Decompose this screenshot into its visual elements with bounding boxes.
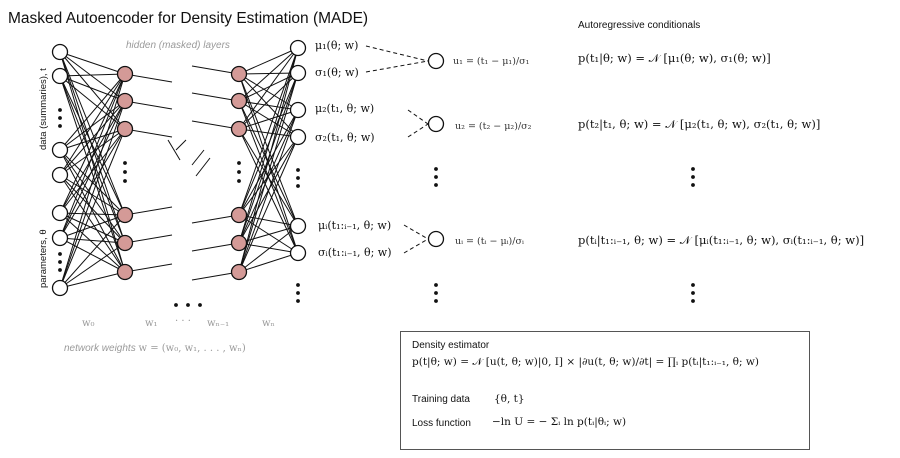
output-node (289, 128, 307, 146)
hidden-node (230, 65, 248, 83)
ellipsis-dots (691, 175, 695, 179)
ellipsis-dots (58, 260, 62, 264)
weight-label-n: wₙ (262, 318, 275, 329)
page-title: Masked Autoencoder for Density Estimatio… (8, 10, 369, 27)
density-equation: p(t|θ; w) = 𝒩 [u(t, θ; w)|0, I] × |∂u(t,… (412, 356, 759, 368)
network-weights-label: network weights w = (w₀, w₁, . . . , wₙ) (64, 343, 246, 354)
network-weights-text: network weights (64, 343, 136, 354)
hidden-node (230, 206, 248, 224)
ellipsis-dots (434, 183, 438, 187)
ellipsis-dots (691, 167, 695, 171)
ellipsis-dots (58, 108, 62, 112)
input-node (51, 204, 69, 222)
input-node (51, 279, 69, 297)
input-node (51, 67, 69, 85)
ellipsis-dots (434, 291, 438, 295)
weight-label-n-1: wₙ₋₁ (207, 318, 230, 329)
weight-label-0: w₀ (82, 318, 95, 329)
ellipsis-dots (434, 167, 438, 171)
hidden-node (116, 206, 134, 224)
ellipsis-dots (296, 299, 300, 303)
network-edges (59, 47, 299, 289)
ellipsis-dots (123, 179, 127, 183)
ellipsis-dots (123, 170, 127, 174)
params-axis-label: parameters, θ (38, 229, 49, 288)
u-2-label: u₂ = (t₂ − μ₂)/σ₂ (455, 121, 532, 132)
input-node (51, 229, 69, 247)
u-1-label: u₁ = (t₁ − μ₁)/σ₁ (453, 56, 530, 67)
ellipsis-dots (691, 291, 695, 295)
ellipsis-dots (58, 124, 62, 128)
ellipsis-dots (237, 179, 241, 183)
conditional-i: p(tᵢ|t₁:ᵢ₋₁, θ; w) = 𝒩 [μᵢ(t₁:ᵢ₋₁, θ; w)… (578, 233, 865, 247)
ellipsis-dots (296, 176, 300, 180)
sigma-2-label: σ₂(t₁, θ; w) (315, 131, 375, 144)
conditional-1: p(t₁|θ; w) = 𝒩 [μ₁(θ; w), σ₁(θ; w)] (578, 51, 771, 65)
hidden-node (230, 263, 248, 281)
output-node (289, 39, 307, 57)
sigma-1-label: σ₁(θ; w) (315, 66, 359, 79)
conditional-2: p(t₂|t₁, θ; w) = 𝒩 [μ₂(t₁, θ; w), σ₂(t₁,… (578, 117, 821, 131)
hidden-layers-label: hidden (masked) layers (126, 40, 230, 51)
input-node (51, 43, 69, 61)
sigma-i-label: σᵢ(t₁:ᵢ₋₁, θ; w) (318, 246, 392, 259)
hidden-node (116, 120, 134, 138)
ellipsis-dots (58, 252, 62, 256)
ellipsis-dots (58, 268, 62, 272)
u-node (427, 230, 445, 248)
ellipsis-dots (237, 170, 241, 174)
ellipsis-dots (296, 168, 300, 172)
hidden-node (230, 120, 248, 138)
ellipsis-dots (434, 175, 438, 179)
input-node (51, 166, 69, 184)
mu-2-label: μ₂(t₁, θ; w) (315, 102, 375, 115)
density-estimator-box: Density estimator p(t|θ; w) = 𝒩 [u(t, θ;… (400, 331, 810, 450)
ellipsis-dots (186, 303, 190, 307)
weight-label-dots: · · · (175, 316, 191, 327)
ellipsis-dots (691, 299, 695, 303)
hidden-node (116, 234, 134, 252)
training-equation: {θ, t} (494, 393, 525, 405)
hidden-node (116, 65, 134, 83)
ellipsis-dots (434, 283, 438, 287)
data-axis-label: data (summaries), t (38, 68, 49, 150)
output-node (289, 244, 307, 262)
ellipsis-dots (434, 299, 438, 303)
input-node (51, 141, 69, 159)
training-heading: Training data (412, 394, 470, 405)
u-node (427, 52, 445, 70)
ellipsis-dots (123, 161, 127, 165)
u-node (427, 115, 445, 133)
hidden-node (116, 263, 134, 281)
output-node (289, 101, 307, 119)
mu-1-label: μ₁(θ; w) (315, 39, 359, 52)
hidden-node (230, 92, 248, 110)
ellipsis-dots (58, 116, 62, 120)
loss-equation: −ln U = − Σᵢ ln p(tᵢ|θᵢ; w) (492, 416, 627, 428)
ellipsis-dots (296, 184, 300, 188)
u-i-label: uᵢ = (tᵢ − μᵢ)/σᵢ (455, 236, 524, 247)
ellipsis-dots (296, 283, 300, 287)
loss-heading: Loss function (412, 418, 471, 429)
output-node (289, 64, 307, 82)
mu-i-label: μᵢ(t₁:ᵢ₋₁, θ; w) (318, 219, 392, 232)
dashed-links (365, 45, 429, 254)
ellipsis-dots (691, 283, 695, 287)
ellipsis-dots (237, 161, 241, 165)
hidden-node (230, 234, 248, 252)
ellipsis-dots (691, 183, 695, 187)
ellipsis-dots (174, 303, 178, 307)
ellipsis-dots (198, 303, 202, 307)
network-weights-eq: w = (w₀, w₁, . . . , wₙ) (138, 343, 246, 354)
density-heading: Density estimator (412, 340, 490, 351)
weight-label-1: w₁ (145, 318, 158, 329)
hidden-node (116, 92, 134, 110)
ellipsis-dots (296, 291, 300, 295)
autoregressive-title: Autoregressive conditionals (578, 20, 701, 31)
output-node (289, 217, 307, 235)
